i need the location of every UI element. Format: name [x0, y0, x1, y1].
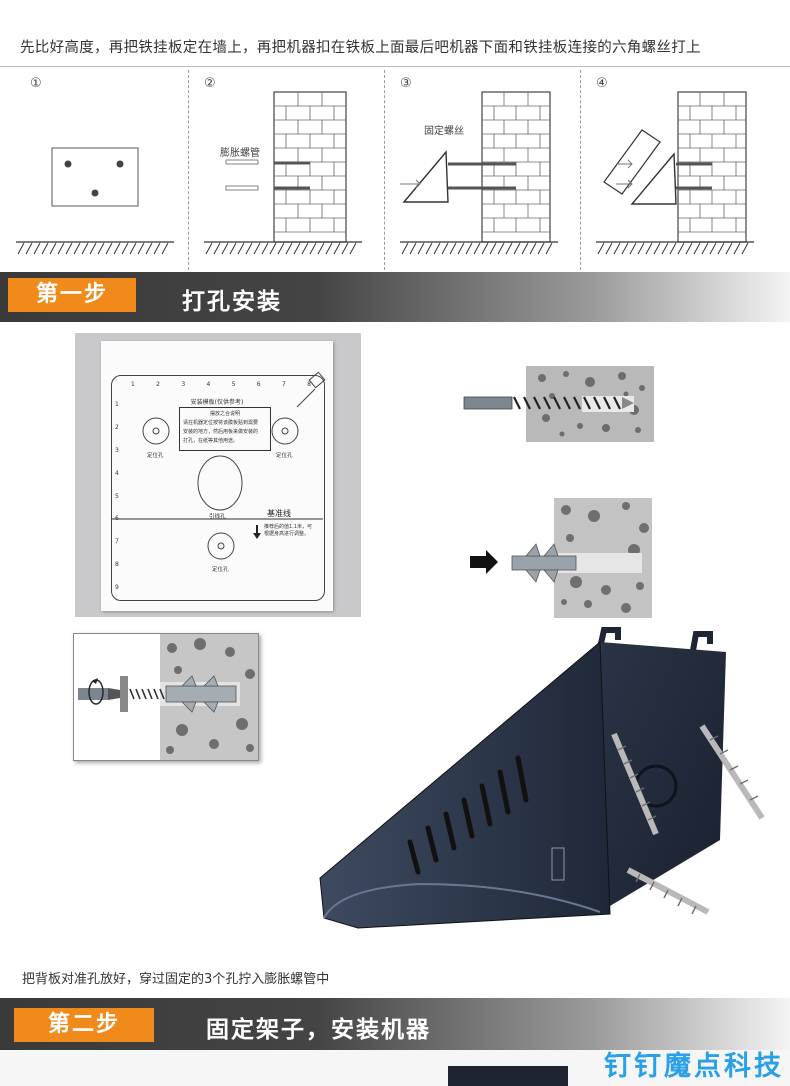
ruler-tick-label: 2: [115, 423, 119, 431]
step-number: ③: [400, 76, 412, 91]
template-holes: [111, 371, 326, 560]
ruler-tick-label: 8: [115, 561, 119, 569]
diagram-step-3: ③ 固定螺丝: [396, 72, 566, 262]
ruler-tick-label: 1: [131, 381, 135, 388]
bottom-hole-label: 定位孔: [212, 567, 229, 573]
diagram-step-2: ② 膨胀螺管: [200, 72, 370, 262]
diagram-step-1: ①: [12, 72, 182, 262]
headline: 先比好高度，再把铁挂板定在墙上，再把机器扣在铁板上面最后吧机器下面和铁挂板连接的…: [20, 40, 701, 56]
step1-tab: 第一步: [8, 278, 136, 312]
template-ruler-frame: [111, 375, 325, 601]
step-label: 固定螺丝: [424, 126, 464, 137]
notice-line: 安装的地方，然后用板来做安装的: [183, 429, 259, 435]
notice-line: 打孔，在纸等其他用途。: [183, 438, 239, 444]
middle-hole-label: 引线孔: [209, 514, 226, 520]
template-notice: 摆放之合说明 请在机器定位按将该膜板贴到需要 安装的地方，然后用板来做安装的 打…: [179, 407, 271, 451]
device-bracket-photo: [319, 627, 765, 929]
step-number: ①: [30, 76, 42, 91]
left-hole-label: 定位孔: [147, 453, 164, 459]
ruler-tick-label: 8: [307, 381, 311, 388]
baseline-note-line: 推荐后的值1.1米，可: [264, 524, 312, 530]
wall-plate-drawing: [16, 147, 174, 255]
ruler-tick-label: 9: [115, 584, 119, 591]
baseline-note: 推荐后的值1.1米，可 根据身高进行调整。: [264, 524, 312, 538]
template-card: 1 2 3 4 5 6 7 8 1 2 3 4 5 6 7 8 9 安装模板(仅…: [101, 341, 333, 611]
step-label: 膨胀螺管: [220, 148, 260, 159]
step1-banner: 第一步 打孔安装: [0, 272, 790, 322]
screw-anchor-photo: [73, 633, 259, 761]
step1-caption: 把背板对准孔放好，穿过固定的3个孔拧入膨胀螺管中: [22, 972, 330, 987]
ruler-tick-label: 5: [231, 381, 236, 388]
anchor-insert-illustration: [470, 498, 652, 618]
ruler-tick-label: 7: [115, 538, 119, 546]
step-number: ②: [204, 76, 216, 91]
step2-tab: 第二步: [14, 1008, 154, 1042]
ruler-top: 1 2 3 4 5 6 7 8: [131, 381, 311, 393]
template-photo: 1 2 3 4 5 6 7 8 1 2 3 4 5 6 7 8 9 安装模板(仅…: [75, 333, 361, 617]
ruler-tick-label: 6: [256, 381, 261, 388]
notice-line: 请在机器定位按将该膜板贴到需要: [183, 420, 259, 426]
brand-watermark: 钉钉魔点科技: [604, 1051, 784, 1082]
ruler-tick-label: 5: [115, 492, 119, 500]
wall-anchor-drawing: [204, 91, 362, 255]
step2-title: 固定架子，安装机器: [206, 1017, 431, 1043]
divider: [384, 70, 385, 270]
ruler-tick-label: 3: [181, 381, 186, 388]
device-hang-drawing: [596, 91, 754, 255]
next-section-preview: [0, 1050, 790, 1086]
divider: [580, 70, 581, 270]
step-number: ④: [596, 76, 608, 91]
step1-title: 打孔安装: [182, 289, 282, 315]
next-section-image: [448, 1066, 568, 1086]
bracket-mount-drawing: [400, 91, 558, 255]
ruler-tick-label: 3: [115, 446, 119, 454]
diagram-top-rule: [0, 66, 790, 67]
template-title: 安装模板(仅供参考): [190, 399, 244, 406]
divider: [188, 70, 189, 270]
ruler-tick-label: 1: [115, 401, 119, 408]
notice-line: 摆放之合说明: [209, 411, 240, 417]
baseline-note-line: 根据身高进行调整。: [264, 531, 310, 537]
ruler-tick-label: 7: [281, 381, 286, 388]
ruler-tick-label: 4: [115, 469, 119, 477]
baseline-label: 基准线: [267, 509, 291, 518]
screw-anchor-illustration: [78, 634, 258, 760]
ruler-tick-label: 2: [156, 381, 160, 388]
ruler-tick-label: 4: [206, 381, 211, 388]
diagram-step-4: ④: [592, 72, 762, 262]
drill-concrete-illustration: [463, 366, 654, 442]
step2-banner: 第二步 固定架子，安装机器: [0, 998, 790, 1050]
right-hole-label: 定位孔: [276, 453, 293, 459]
